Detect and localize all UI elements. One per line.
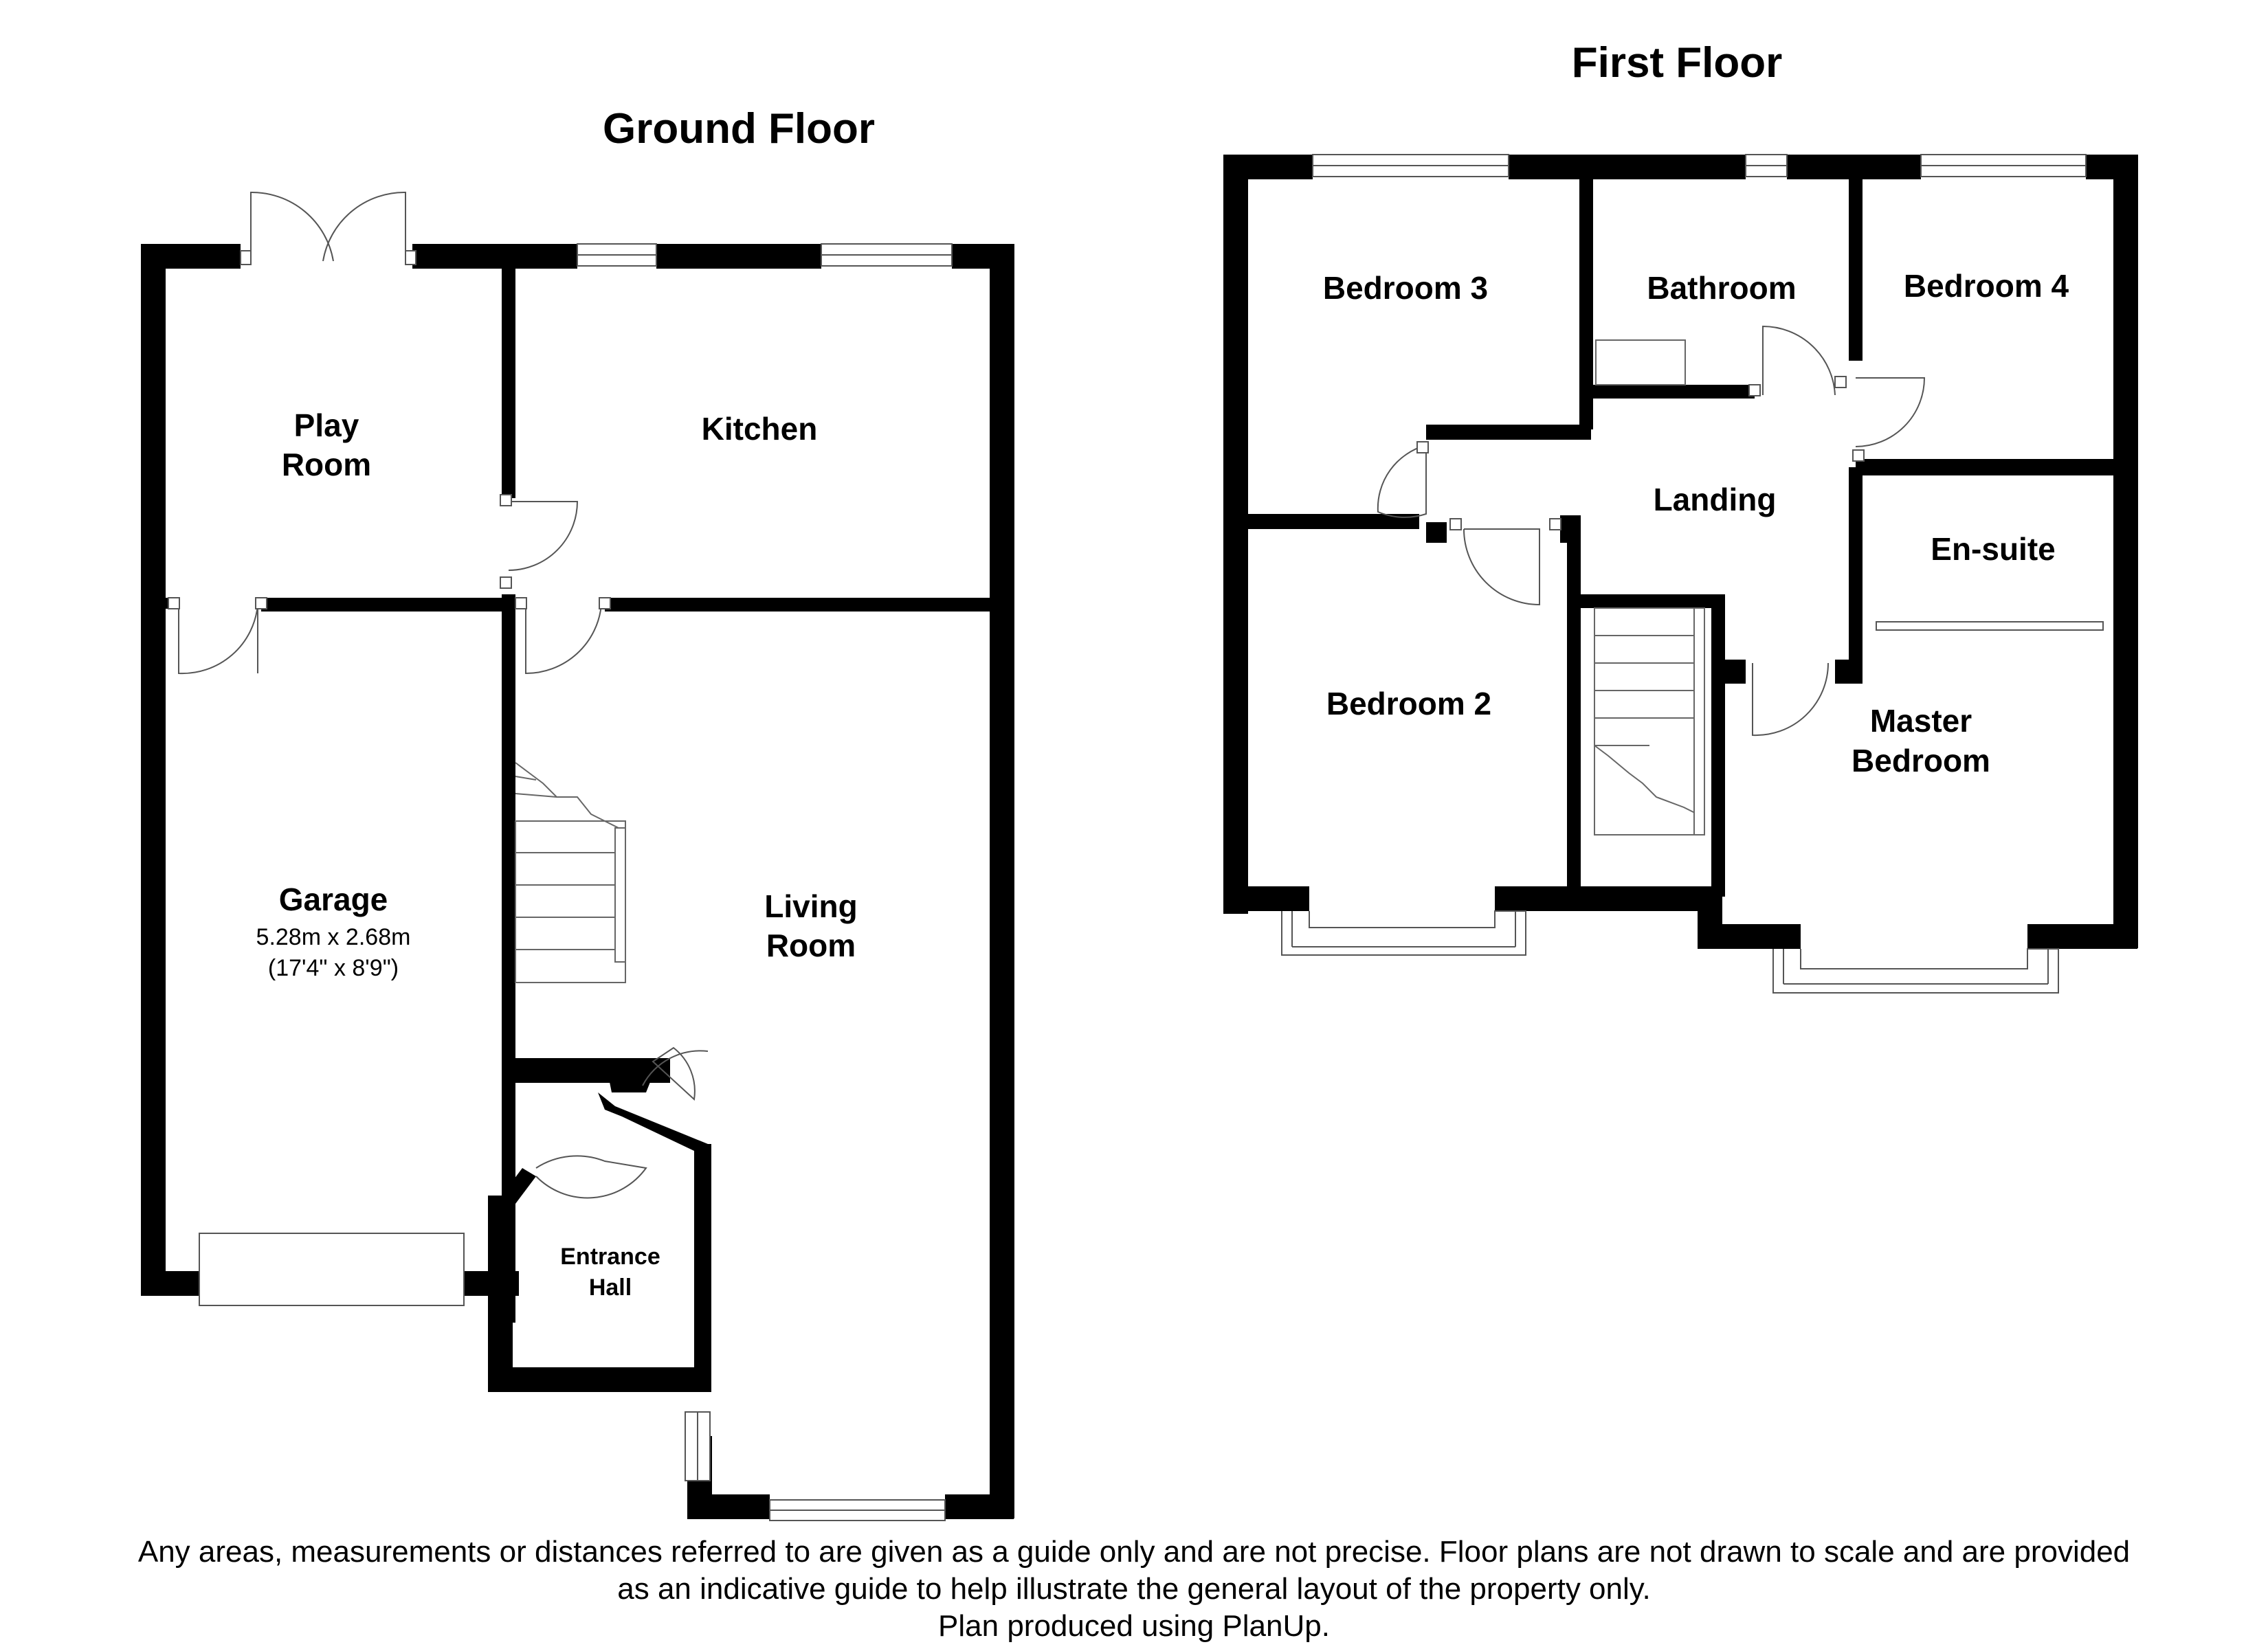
wall — [1579, 175, 1593, 429]
disclaimer: Any areas, measurements or distances ref… — [0, 1534, 2268, 1645]
disclaimer-line1: Any areas, measurements or distances ref… — [137, 1535, 2131, 1569]
landing-label: Landing — [1654, 482, 1777, 517]
wall — [488, 1196, 513, 1392]
garage-door — [199, 1233, 465, 1306]
wall — [502, 265, 515, 498]
wall — [1849, 175, 1863, 361]
wall-left — [141, 244, 166, 1295]
garage-label: Garage — [279, 882, 388, 917]
wall — [502, 594, 515, 1323]
master-bedroom-label-line1: Master — [1870, 703, 1972, 739]
bedroom3-label: Bedroom 3 — [1323, 270, 1488, 306]
wall — [605, 1058, 660, 1092]
wall — [598, 1092, 711, 1374]
disclaimer-line3: Plan produced using PlanUp. — [938, 1609, 1330, 1643]
entrance-hall-label-line2: Hall — [589, 1275, 632, 1301]
garage-dimension-metric: 5.28m x 2.68m — [256, 924, 411, 950]
wall — [488, 1367, 711, 1392]
ground-floor-plan: Ground Floor — [141, 105, 1014, 1521]
wall — [1849, 467, 1863, 666]
wall — [605, 598, 997, 612]
ensuite-label: En-suite — [1931, 531, 2055, 567]
wall — [1698, 924, 1801, 949]
wall — [1856, 459, 2117, 475]
wall — [1426, 425, 1591, 440]
door — [1752, 662, 1830, 737]
garage-dimension-imperial: (17'4" x 8'9") — [268, 955, 399, 981]
play-room-label-line2: Room — [282, 447, 371, 482]
door — [535, 1155, 647, 1199]
wall — [1244, 514, 1419, 529]
wall-left — [1223, 155, 1248, 914]
door — [500, 494, 579, 589]
wall — [1567, 522, 1581, 886]
bay-window — [1772, 948, 2059, 994]
wall — [261, 598, 502, 612]
bedroom2-label: Bedroom 2 — [1326, 686, 1491, 721]
first-floor-plan: First Floor — [1223, 39, 2138, 994]
wall — [1711, 594, 1725, 897]
living-room-label-line2: Room — [766, 928, 856, 963]
wall — [1223, 886, 1309, 911]
french-doors — [240, 191, 416, 265]
ground-floor-title: Ground Floor — [603, 105, 875, 153]
entrance-hall-label-line1: Entrance — [560, 1244, 660, 1270]
living-room-label-line1: Living — [764, 888, 857, 924]
wall — [412, 244, 577, 269]
wall-right — [2113, 155, 2138, 948]
wall-right — [990, 244, 1014, 1518]
sliding-door — [1876, 621, 2104, 631]
bath — [1595, 339, 1686, 385]
wall — [502, 1168, 536, 1204]
bathroom-label: Bathroom — [1647, 270, 1796, 306]
first-floor-title: First Floor — [1572, 39, 1783, 87]
wall — [945, 1494, 1014, 1519]
bay-window — [1281, 910, 1526, 956]
wall — [1722, 660, 1746, 684]
wall — [141, 1271, 199, 1296]
wall — [1835, 660, 1863, 684]
master-bedroom-label-line2: Bedroom — [1852, 743, 1990, 778]
door — [515, 597, 611, 675]
wall — [2027, 924, 2137, 949]
door — [1463, 528, 1540, 606]
door — [1762, 325, 1836, 396]
wall — [1509, 155, 1746, 179]
wall — [1495, 886, 1711, 911]
door — [642, 1046, 709, 1101]
disclaimer-line2: as an indicative guide to help illustrat… — [617, 1572, 1651, 1606]
door — [168, 597, 267, 675]
staircase — [515, 762, 626, 983]
door — [1855, 377, 1926, 447]
wall — [1426, 522, 1447, 543]
kitchen-label: Kitchen — [702, 411, 818, 447]
bedroom4-label: Bedroom 4 — [1904, 268, 2069, 304]
wall — [1593, 385, 1755, 399]
wall — [656, 244, 821, 269]
door — [1377, 445, 1427, 518]
staircase — [1594, 607, 1705, 835]
wall — [1574, 594, 1725, 608]
play-room-label-line1: Play — [294, 407, 359, 443]
